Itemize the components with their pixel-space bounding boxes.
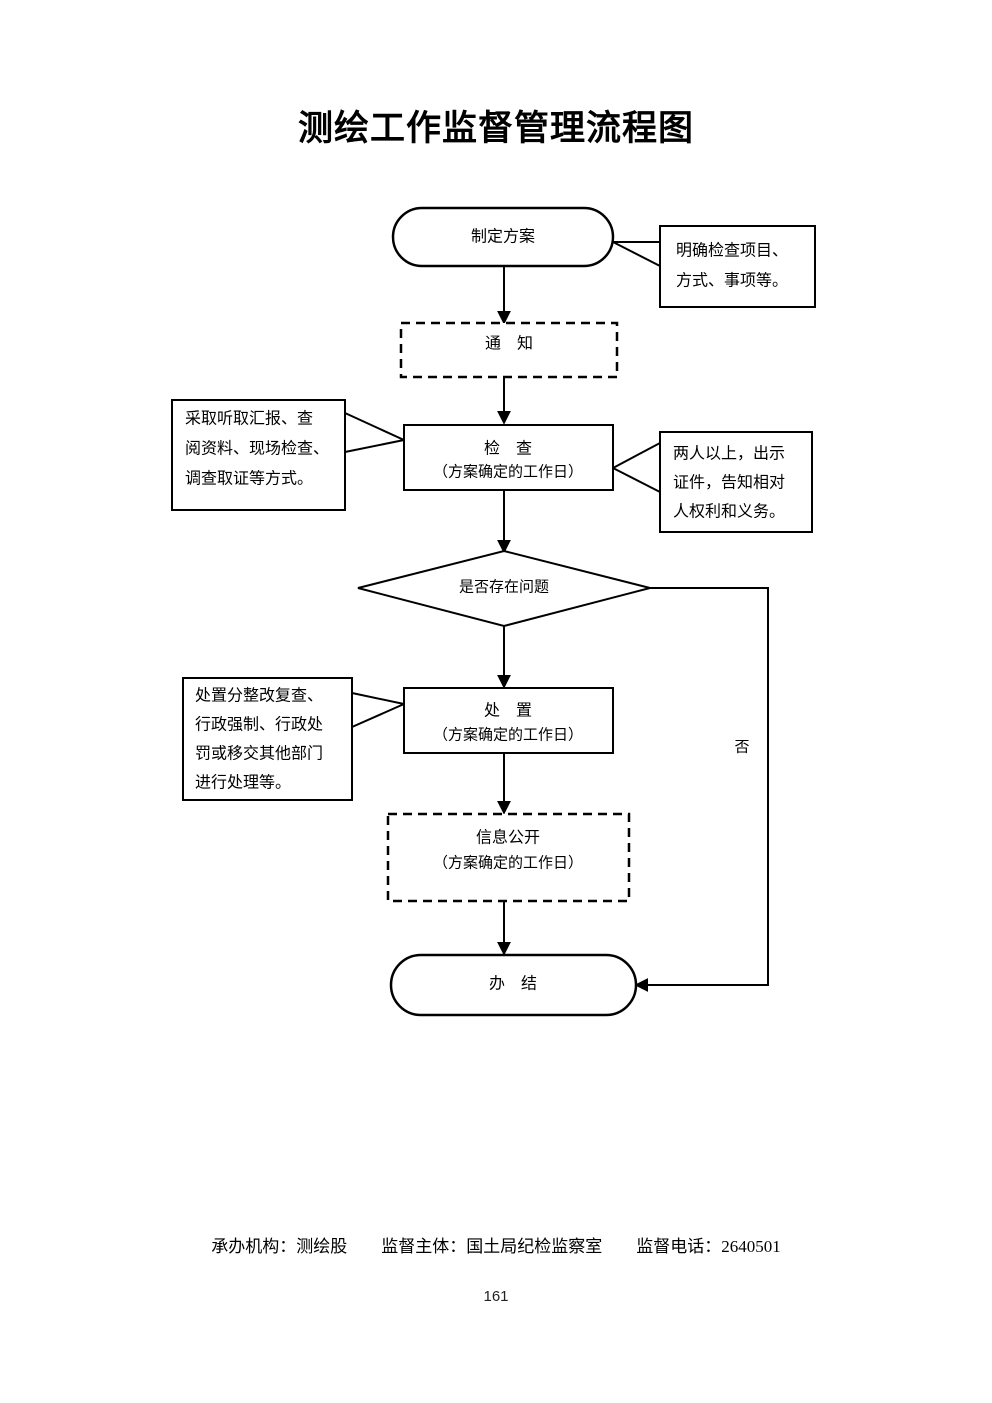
node-notice[interactable] [399,321,619,379]
node-inspect-sublabel: （方案确定的工作日） [433,462,583,480]
node-inspect[interactable] [403,424,614,491]
callout-inspect-note-left-line-2: 阅资料、现场检查、 [185,440,329,458]
node-notice-label: 通 知 [485,335,533,353]
node-plan[interactable] [391,206,615,268]
callout-plan-note-leader [612,241,661,267]
callout-dispose-note-left-line-2: 行政强制、行政处 [195,716,323,734]
callout-inspect-note-left [171,399,346,511]
node-disclose-sublabel: （方案确定的工作日） [433,853,583,871]
callout-inspect-note-right-line-1: 两人以上，出示 [673,445,785,463]
callout-inspect-note-left-leader [344,412,405,453]
callout-inspect-note-left-line-1: 采取听取汇报、查 [185,410,313,428]
node-disclose-label: 信息公开 [476,829,540,847]
callout-inspect-note-right-leader [612,442,661,493]
node-decision[interactable] [357,549,651,628]
callout-inspect-note-left-line-3: 调查取证等方式。 [185,470,313,488]
connector-decision-no-to-finish [634,587,769,992]
node-finish[interactable] [389,953,638,1017]
callout-dispose-note-left-line-1: 处置分整改复查、 [195,687,323,705]
callout-plan-note-line-1: 明确检查项目、 [676,242,788,260]
callout-dispose-note-left-line-4: 进行处理等。 [195,774,291,792]
node-plan-label: 制定方案 [471,228,535,246]
node-disclose[interactable] [386,812,631,903]
callout-inspect-note-right-line-3: 人权利和义务。 [673,503,785,521]
callout-dispose-note-left [182,677,353,801]
callout-inspect-note-right-line-2: 证件，告知相对 [673,474,785,492]
node-decision-label: 是否存在问题 [459,578,549,595]
node-dispose-sublabel: （方案确定的工作日） [433,725,583,743]
page-title: 测绘工作监督管理流程图 [297,109,694,148]
callout-dispose-note-left-line-3: 罚或移交其他部门 [195,745,323,763]
branch-label-no: 否 [734,739,749,755]
node-dispose[interactable] [403,687,614,754]
footer-info: 承办机构：测绘股 监督主体：国土局纪检监察室 监督电话：2640501 [211,1237,781,1256]
page-number: 161 [483,1288,509,1305]
node-inspect-label: 检 查 [484,440,532,458]
callout-plan-note-line-2: 方式、事项等。 [676,272,788,290]
callout-dispose-note-left-leader [351,692,405,728]
callout-plan-note [659,225,816,308]
callout-inspect-note-right [659,431,813,533]
node-dispose-label: 处 置 [484,702,532,720]
node-finish-label: 办 结 [489,975,537,993]
